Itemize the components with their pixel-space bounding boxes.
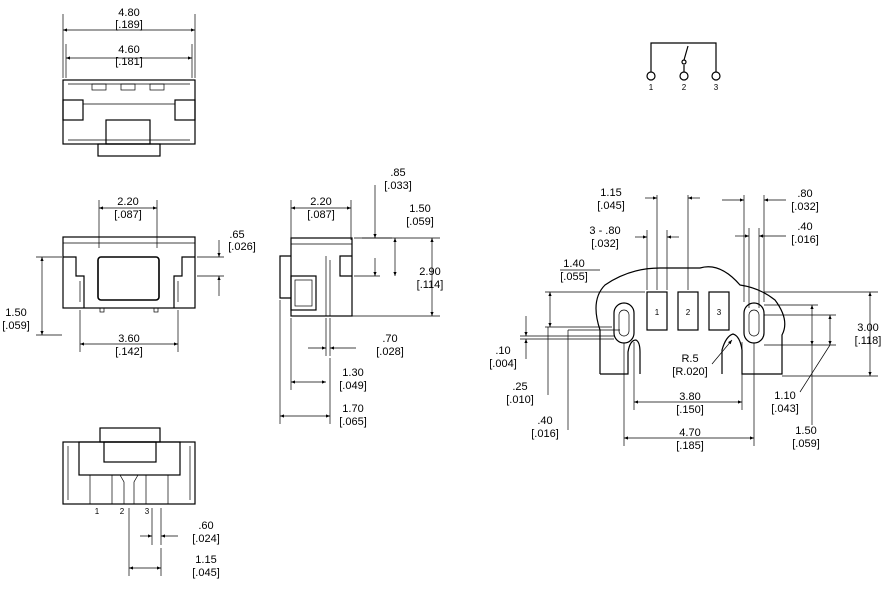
fp-dim-040a-in: [.016] (791, 234, 819, 246)
fp-dim-025: .25 (512, 381, 527, 393)
top-dim-outer: 4.80 (118, 7, 139, 19)
footprint-pad-1: 1 (655, 308, 660, 317)
fp-dim-470: 4.70 (679, 427, 700, 439)
fp-dim-025-in: [.010] (506, 394, 534, 406)
schematic-pin-2: 2 (682, 83, 687, 92)
side-dim-085-in: [.033] (384, 180, 412, 192)
fp-dim-080: .80 (797, 188, 812, 200)
fp-dim-300-in: [.118] (855, 335, 882, 347)
schematic-pin-1: 1 (649, 83, 654, 92)
schematic-pin-3: 3 (714, 83, 719, 92)
fp-dim-140-in: [.055] (560, 271, 588, 283)
bottom-view: 1 2 3 .60 [.024] 1.15 [.045] (62, 427, 220, 579)
top-dim-outer-in: [.189] (115, 19, 143, 31)
bottom-dim-115-in: [.045] (192, 567, 220, 579)
front-dim-offset: .65 (229, 229, 244, 241)
fp-dim-115-in: [.045] (597, 200, 625, 212)
side-dim-top-in: [.087] (307, 209, 335, 221)
footprint-pad-2: 2 (686, 308, 691, 317)
pcb-footprint: 1 2 3 1.15 [.045] 3 - .80 [.032] .80 [.0… (489, 187, 881, 452)
bottom-pin-2: 2 (120, 507, 125, 516)
fp-dim-140: 1.40 (563, 258, 584, 270)
side-dim-070: .70 (382, 333, 397, 345)
front-dim-offset-in: [.026] (228, 241, 256, 253)
fp-dim-110-in: [.043] (771, 403, 799, 415)
side-dim-130-in: [.049] (339, 380, 367, 392)
fp-dim-080x3-in: [.032] (591, 238, 619, 250)
switch-schematic: 1 2 3 (646, 42, 721, 92)
bottom-pin-3: 3 (145, 507, 150, 516)
fp-dim-010-in: [.004] (489, 358, 517, 370)
fp-dim-470-in: [.185] (676, 440, 704, 452)
front-view: 2.20 [.087] .65 [.026] 1.50 [.059] 3.60 … (2, 196, 256, 358)
side-dim-290-in: [.114] (417, 279, 444, 291)
side-dim-130: 1.30 (342, 367, 363, 379)
front-dim-height-in: [.059] (2, 320, 30, 332)
side-dim-085: .85 (390, 167, 405, 179)
top-dim-inner: 4.60 (118, 44, 139, 56)
front-dim-width-in: [.142] (115, 346, 143, 358)
front-dim-window-in: [.087] (114, 209, 142, 221)
side-dim-170: 1.70 (342, 403, 363, 415)
fp-dim-r05: R.5 (681, 353, 698, 365)
fp-dim-150: 1.50 (795, 425, 816, 437)
fp-dim-080x3: 3 - .80 (589, 225, 620, 237)
fp-dim-150-in: [.059] (792, 438, 820, 450)
front-dim-window: 2.20 (117, 196, 138, 208)
fp-dim-r05-in: [R.020] (672, 366, 707, 378)
top-dim-inner-in: [.181] (115, 56, 143, 68)
bottom-pin-1: 1 (95, 507, 100, 516)
front-dim-width: 3.60 (118, 333, 139, 345)
fp-dim-115: 1.15 (600, 187, 621, 199)
fp-dim-040a: .40 (797, 221, 812, 233)
fp-dim-110: 1.10 (774, 390, 795, 402)
side-dim-170-in: [.065] (339, 416, 367, 428)
fp-dim-010: .10 (495, 345, 510, 357)
side-dim-070-in: [.028] (376, 346, 404, 358)
side-view: 2.20 [.087] .85 [.033] 1.50 [.059] 2.90 … (279, 167, 444, 428)
fp-dim-080-in: [.032] (791, 201, 819, 213)
side-dim-290: 2.90 (419, 266, 440, 278)
bottom-dim-060: .60 (198, 520, 213, 532)
side-dim-150: 1.50 (409, 203, 430, 215)
fp-dim-380-in: [.150] (676, 404, 704, 416)
top-view: 4.80 [.189] 4.60 [.181] (62, 7, 196, 157)
fp-dim-040b-in: [.016] (531, 428, 559, 440)
bottom-dim-115: 1.15 (195, 554, 216, 566)
footprint-pad-3: 3 (717, 308, 722, 317)
bottom-dim-060-in: [.024] (192, 533, 220, 545)
fp-dim-300: 3.00 (857, 322, 878, 334)
side-dim-150-in: [.059] (406, 216, 434, 228)
fp-dim-380: 3.80 (679, 391, 700, 403)
front-dim-height: 1.50 (5, 307, 26, 319)
side-dim-top: 2.20 (310, 196, 331, 208)
fp-dim-040b: .40 (537, 415, 552, 427)
